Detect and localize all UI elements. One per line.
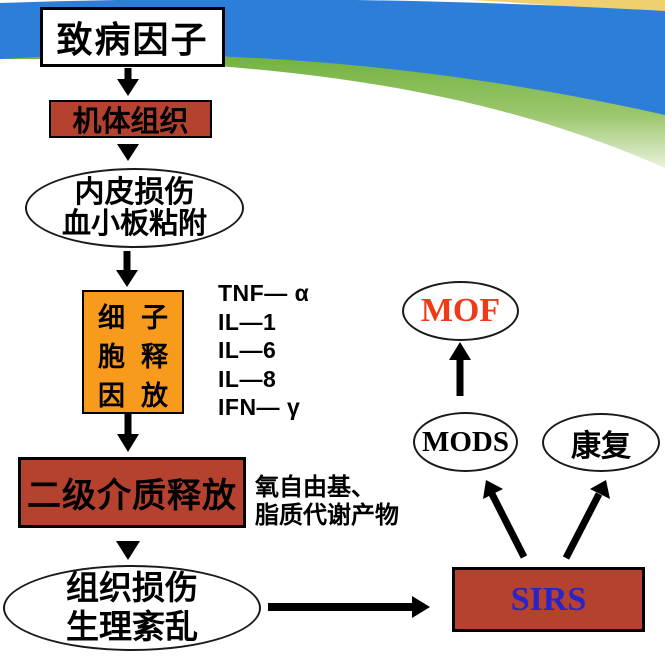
cytokine-item: IL—8 <box>218 365 277 392</box>
arrow-damage-to-sirs <box>268 596 430 618</box>
node-mods: MODS <box>413 412 518 472</box>
arrow-pathogen-to-tissue <box>117 68 139 96</box>
mediator-note: 氧自由基、 脂质代谢产物 <box>255 474 399 529</box>
node-sirs: SIRS <box>452 567 645 632</box>
node-body-tissue-label: 机体组织 <box>72 106 189 138</box>
cytokine-char: 因 <box>98 381 125 411</box>
node-recovery: 康复 <box>542 413 660 472</box>
cytokine-char: 子 <box>141 303 168 333</box>
node-pathogenic-factor-label: 致病因子 <box>56 19 209 60</box>
node-cytokine-release: 细 子 胞 释 因 放 <box>82 290 184 414</box>
tissue-damage-line2: 生理紊乱 <box>66 608 198 645</box>
mediator-note-line1: 氧自由基、 <box>255 474 375 501</box>
node-pathogenic-factor: 致病因子 <box>40 7 225 67</box>
node-endothelial-injury: 内皮损伤 血小板粘附 <box>25 168 244 248</box>
cytokine-char: 放 <box>141 381 168 411</box>
cytokine-char: 细 <box>98 303 125 333</box>
arrow-tissue-to-endothelial <box>117 144 139 161</box>
cytokine-char: 释 <box>141 342 168 372</box>
node-mods-label: MODS <box>422 425 509 458</box>
arrow-secondary-to-damage <box>116 541 140 560</box>
endothelial-line2: 血小板粘附 <box>61 207 207 240</box>
cytokine-list: TNF— α IL—1 IL—6 IL—8 IFN— γ <box>218 279 309 422</box>
tissue-damage-line1: 组织损伤 <box>66 569 198 607</box>
arrow-cytokine-to-secondary <box>117 409 139 452</box>
arrow-sirs-to-mods <box>483 480 528 559</box>
cytokine-char: 胞 <box>98 342 125 372</box>
ribbon-yellow <box>470 0 665 16</box>
node-recovery-label: 康复 <box>571 429 631 463</box>
node-secondary-mediators: 二级介质释放 <box>18 457 246 528</box>
arrow-mods-to-mof <box>449 342 471 396</box>
cytokine-item: IL—1 <box>218 308 277 335</box>
cytokine-item: IL—6 <box>218 337 277 363</box>
node-secondary-mediators-label: 二级介质释放 <box>27 477 237 515</box>
mediator-note-line2: 脂质代谢产物 <box>255 501 399 529</box>
endothelial-line1: 内皮损伤 <box>74 175 195 209</box>
node-body-tissue: 机体组织 <box>49 100 212 138</box>
node-mof-label: MOF <box>420 292 501 329</box>
node-tissue-damage: 组织损伤 生理紊乱 <box>3 565 261 651</box>
node-mof: MOF <box>402 281 519 341</box>
cytokine-item: IFN— γ <box>218 394 301 420</box>
cytokine-item: TNF— α <box>218 280 310 306</box>
arrow-sirs-to-recovery <box>562 480 610 560</box>
arrow-endothelial-to-cytokine <box>116 251 138 287</box>
node-sirs-label: SIRS <box>510 580 587 618</box>
